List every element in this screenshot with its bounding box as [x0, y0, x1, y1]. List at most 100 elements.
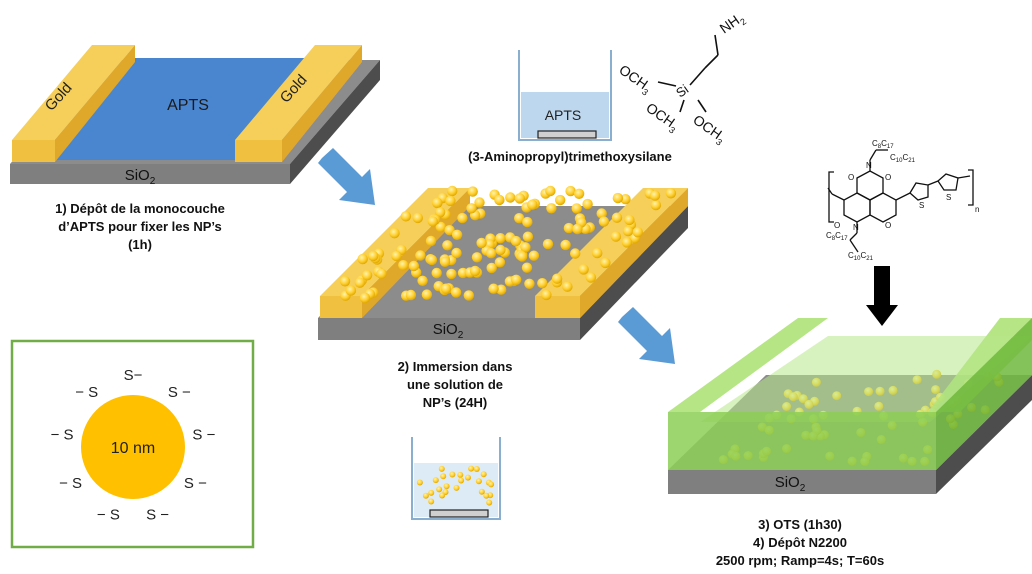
n2200-n-repeat: n: [975, 205, 979, 214]
nanoparticle: [466, 203, 477, 214]
thiolate-ligand: − S: [75, 384, 98, 401]
beaker-apts-label: APTS: [545, 107, 582, 123]
nanoparticle: [560, 239, 571, 251]
nanoparticle: [621, 237, 633, 248]
beaker2-substrate: [429, 509, 489, 518]
thiolate-ligand: S −: [146, 507, 169, 524]
nanoparticle: [440, 283, 452, 294]
n2200-film-top: [668, 318, 828, 412]
nanoparticle: [521, 262, 533, 273]
step3-caption-line2: 4) Dépôt N2200: [753, 535, 847, 550]
nanoparticle: [650, 199, 662, 211]
nanoparticle: [368, 250, 379, 262]
n2200-s-2: S: [946, 193, 951, 202]
sio2-label-step1: SiO2: [125, 167, 156, 187]
beaker-substrate: [537, 130, 597, 139]
nanoparticle: [345, 285, 357, 296]
nanoparticle: [457, 212, 468, 224]
nanoparticle: [610, 231, 622, 242]
n2200-alkyl-top-1: C8C17: [872, 139, 894, 150]
nanoparticle: [435, 207, 446, 218]
n2200-film-side: [936, 318, 1032, 470]
nanoparticle: [572, 223, 583, 235]
nanoparticle: [480, 471, 487, 478]
n2200-n-bottom: N: [853, 223, 859, 232]
nanoparticle: [514, 213, 525, 224]
nanoparticle: [563, 222, 575, 234]
nanoparticle: [468, 465, 475, 472]
thiolate-ligand: S −: [192, 427, 215, 444]
nanoparticle: [571, 203, 582, 214]
apts-molecule-name: (3-Aminopropyl)trimethoxysilane: [468, 149, 672, 164]
nanoparticle: [612, 192, 624, 204]
n2200-structure: [827, 149, 974, 253]
nanoparticle: [486, 499, 493, 506]
nanoparticle: [444, 225, 455, 236]
apts-och3-3: OCH3: [689, 111, 730, 147]
nanoparticle: [458, 477, 465, 484]
gold-electrode-left: [12, 45, 135, 162]
thiolate-ligand: S −: [168, 384, 191, 401]
thiolate-ligand: S−: [124, 367, 143, 384]
step3-caption-line1: 3) OTS (1h30): [758, 517, 842, 532]
n2200-labels: C8C17 C10C21 C8C17 C10C21 N N O O O O S …: [826, 139, 979, 262]
n2200-o-2: O: [848, 173, 854, 182]
step1-caption-line2: d’APTS pour fixer les NP’s: [58, 219, 222, 234]
nanoparticle: [415, 250, 426, 261]
nanoparticle: [570, 248, 581, 259]
nanoparticle: [417, 275, 428, 286]
nanoparticle: [457, 471, 464, 478]
thiolate-ligand: S −: [184, 475, 207, 492]
nanoparticle: [541, 289, 552, 301]
n2200-alkyl-top-2: C10C21: [890, 153, 916, 164]
nanoparticle: [412, 212, 423, 224]
step3-caption-line3: 2500 rpm; Ramp=4s; T=60s: [715, 553, 885, 568]
sio2-label-step3: SiO2: [775, 474, 806, 494]
nanoparticle: [428, 498, 435, 505]
nanoparticle: [435, 221, 446, 233]
nanoparticle: [473, 466, 480, 472]
nanoparticle: [422, 492, 429, 499]
nanoparticle: [425, 235, 437, 247]
nanoparticle: [520, 242, 531, 253]
nanoparticle: [527, 199, 538, 210]
nanoparticle: [582, 198, 593, 210]
nanoparticle: [620, 194, 631, 205]
apts-label: APTS: [167, 97, 209, 114]
sio2-label-step2: SiO2: [433, 321, 464, 341]
step1-substrate: Gold Gold APTS SiO2: [10, 45, 380, 187]
apts-och3-2: OCH3: [642, 99, 683, 135]
nanoparticle: [339, 276, 351, 287]
nanoparticle: [416, 479, 423, 486]
arrow-step2-to-step3: [618, 307, 675, 364]
nanoparticle: [514, 193, 525, 204]
n2200-o-4: O: [834, 221, 840, 230]
nanoparticle: [632, 227, 643, 238]
step3-substrate: SiO2: [668, 318, 1032, 494]
nanoparticle: [446, 268, 457, 280]
nanoparticle: [611, 212, 623, 223]
thiolate-ligand: − S: [51, 427, 74, 444]
nanoparticle: [465, 474, 471, 481]
nanoparticle: [453, 484, 460, 491]
nanoparticle: [524, 278, 535, 289]
nanoparticle: [474, 197, 485, 208]
nanoparticle: [505, 192, 516, 203]
nanoparticle: [359, 292, 371, 304]
thiolate-ligand: − S: [59, 475, 82, 492]
thiolate-ligand: − S: [97, 507, 120, 524]
nanoparticle: [445, 195, 456, 207]
nanoparticle: [562, 281, 573, 292]
nanoparticle: [486, 262, 497, 274]
nanoparticle-inset: 10 nm S−S −S −S −S −− S− S− S− S: [10, 339, 255, 549]
step1-caption-line1: 1) Dépôt de la monocouche: [55, 201, 225, 216]
nanoparticle: [354, 277, 366, 288]
apts-si: Si: [673, 81, 691, 100]
n2200-film-front: [668, 412, 936, 470]
nanoparticle: [439, 492, 446, 499]
n2200-alkyl-bottom-2: C10C21: [848, 251, 874, 262]
nanoparticle: [463, 290, 474, 301]
nanoparticle: [516, 251, 528, 262]
nanoparticle: [408, 260, 420, 272]
nanoparticle: [398, 260, 409, 271]
